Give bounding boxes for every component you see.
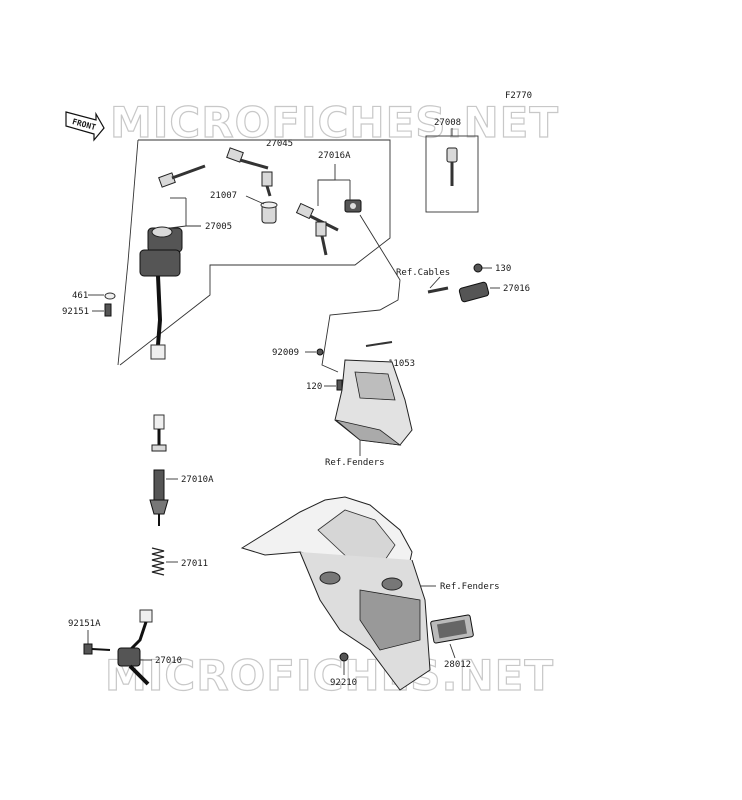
- label-27016: 27016: [503, 284, 530, 294]
- rear-fender-icon: [334, 359, 413, 446]
- label-130: 130: [495, 264, 511, 274]
- bolt-92009-icon: [316, 348, 324, 356]
- label-92009: 92009: [272, 348, 299, 358]
- diagram-code: F2770: [505, 91, 532, 101]
- bolt-120-icon: [336, 379, 343, 391]
- switch-27016-icon: [458, 281, 490, 303]
- label-27045: 27045: [266, 139, 293, 149]
- washer-icon: [104, 292, 116, 300]
- label-11053: 11053: [388, 359, 415, 369]
- label-27016a: 27016A: [318, 151, 351, 161]
- label-461: 461: [72, 291, 88, 301]
- ignition-switch-icon: [139, 226, 183, 360]
- label-92210: 92210: [330, 678, 357, 688]
- label-ref-cables: Ref.Cables: [396, 268, 450, 278]
- reflector-icon: [430, 614, 474, 644]
- label-21007: 21007: [210, 191, 237, 201]
- watermark-bottom: MICROFICHES.NET: [105, 651, 554, 700]
- watermark-top: MICROFICHES.NET: [110, 98, 559, 147]
- label-27005: 27005: [205, 222, 232, 232]
- key-icon: [158, 147, 339, 256]
- label-120: 120: [306, 382, 322, 392]
- spring-icon: [151, 547, 165, 576]
- nut-92210-icon: [339, 652, 349, 662]
- front-arrow-icon: FRONT: [65, 111, 105, 142]
- label-27011: 27011: [181, 559, 208, 569]
- label-27010a: 27010A: [181, 475, 214, 485]
- rear-brake-switch-icon: [117, 609, 153, 686]
- blank-key-icon: [446, 147, 458, 186]
- bolt-icon: [104, 303, 112, 317]
- switch-27016a-icon: [344, 199, 362, 213]
- label-ref-fenders-2: Ref.Fenders: [440, 582, 500, 592]
- label-92151a: 92151A: [68, 619, 101, 629]
- keyset-outline: [119, 139, 391, 366]
- label-28012: 28012: [444, 660, 471, 670]
- label-27010: 27010: [155, 656, 182, 666]
- license-plate-bracket-icon: [240, 496, 431, 691]
- bolt-92151a-icon: [83, 643, 93, 655]
- label-ref-fenders-1: Ref.Fenders: [325, 458, 385, 468]
- bushing-icon: [260, 201, 278, 224]
- label-92151: 92151: [62, 307, 89, 317]
- bolt-130-icon: [473, 263, 483, 273]
- label-27008: 27008: [434, 118, 461, 128]
- brake-switch-cable-icon: [149, 414, 169, 526]
